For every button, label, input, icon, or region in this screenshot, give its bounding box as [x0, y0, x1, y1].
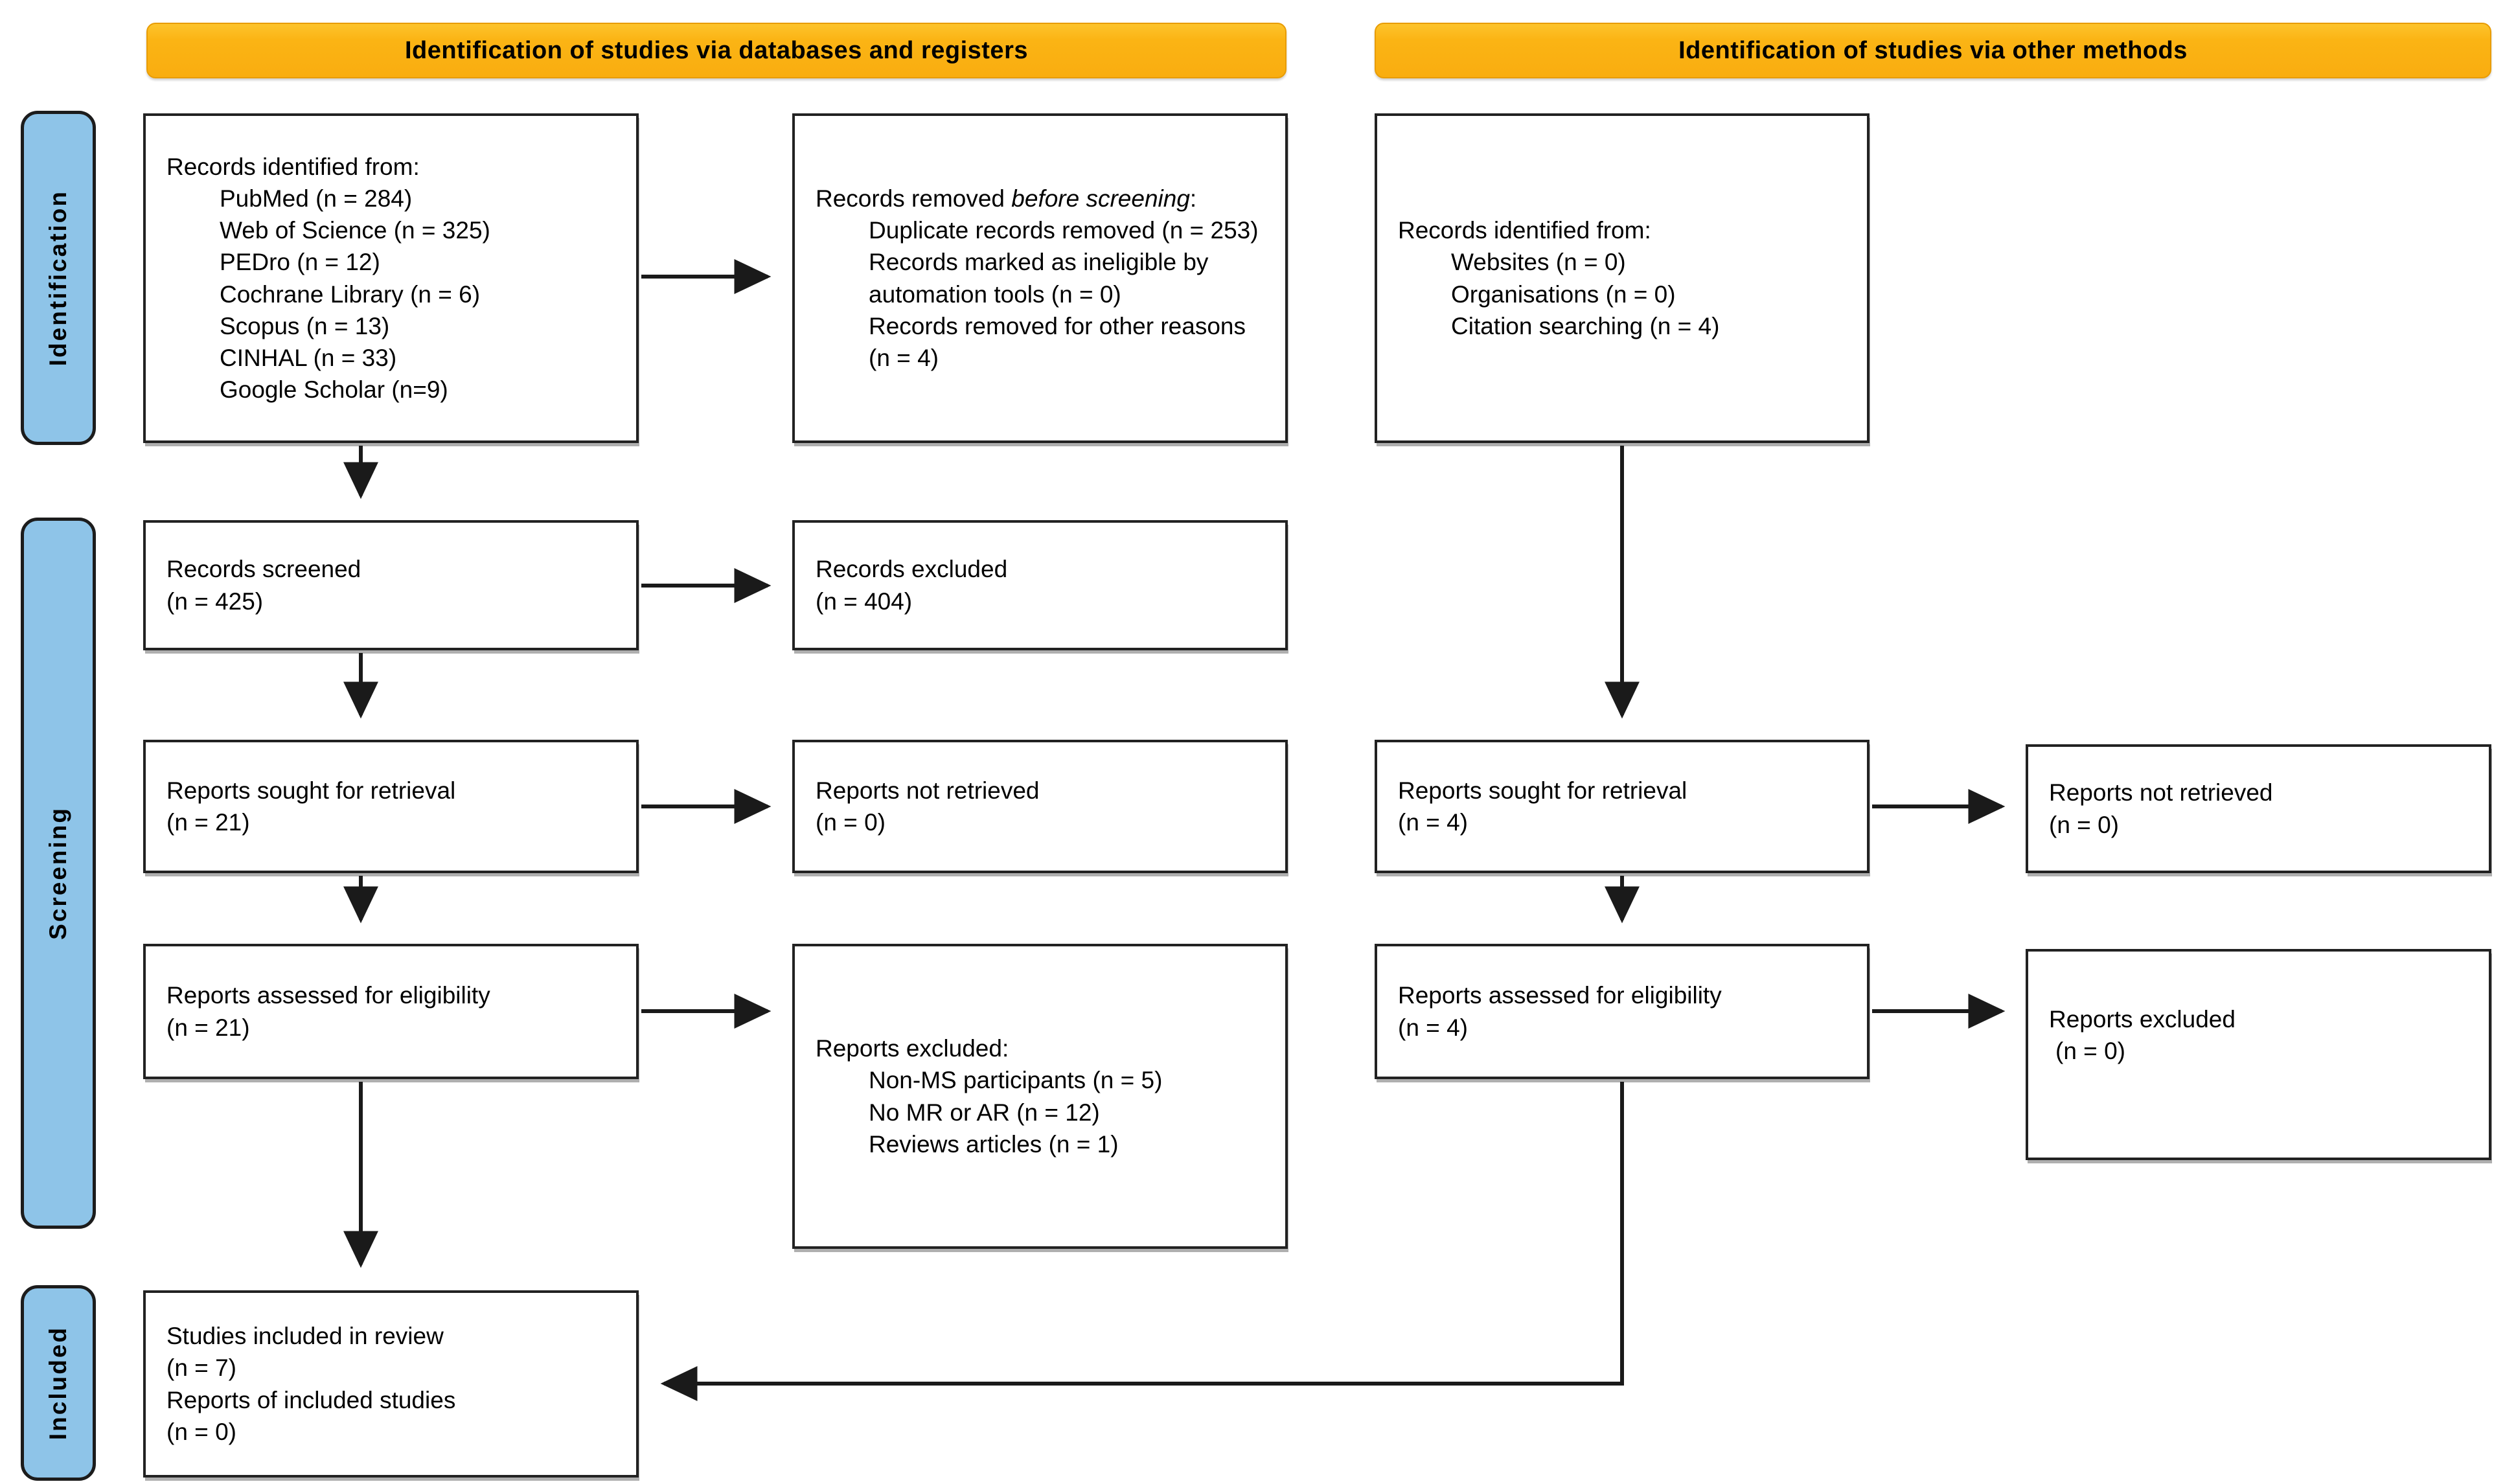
list-item: Duplicate records removed (n = 253) — [869, 217, 1259, 244]
box-line: Studies included in review — [166, 1323, 444, 1350]
list-item: Citation searching (n = 4) — [1451, 312, 1720, 339]
list-item: Organisations (n = 0) — [1451, 280, 1676, 308]
list-item: Scopus (n = 13) — [220, 312, 390, 339]
box-reports-not-retrieved-other: Reports not retrieved (n = 0) — [2026, 744, 2491, 873]
box-line: (n = 21) — [166, 809, 250, 836]
box-line: Reports assessed for eligibility — [166, 982, 490, 1009]
stage-rail-screening: Screening — [21, 518, 96, 1229]
box-reports-excluded-databases: Reports excluded: Non-MS participants (n… — [792, 944, 1288, 1249]
box-line: (n = 4) — [1398, 809, 1468, 836]
list-item: PEDro (n = 12) — [220, 249, 380, 276]
title-part: Records removed — [816, 185, 1012, 212]
box-line: (n = 0) — [166, 1418, 236, 1445]
banner-databases-label: Identification of studies via databases … — [405, 36, 1028, 64]
banner-other-methods: Identification of studies via other meth… — [1375, 23, 2491, 78]
box-line: Reports sought for retrieval — [1398, 777, 1687, 804]
list-item: Records marked as ineligible by automati… — [869, 249, 1209, 308]
box-line: Reports sought for retrieval — [166, 777, 456, 804]
list-item: Reviews articles (n = 1) — [869, 1130, 1119, 1158]
list-item: Cochrane Library (n = 6) — [220, 280, 481, 308]
box-line: Reports not retrieved — [2049, 779, 2273, 806]
stage-label-screening: Screening — [45, 806, 71, 940]
banner-databases-registers: Identification of studies via databases … — [146, 23, 1287, 78]
list-item: Web of Science (n = 325) — [220, 217, 490, 244]
box-line: Reports not retrieved — [816, 777, 1040, 804]
box-records-excluded: Records excluded (n = 404) — [792, 520, 1288, 650]
list-item: Websites (n = 0) — [1451, 249, 1626, 276]
box-line: Reports assessed for eligibility — [1398, 982, 1722, 1009]
list-item: No MR or AR (n = 12) — [869, 1099, 1100, 1126]
box-title: Records identified from: — [1398, 217, 1651, 244]
box-reports-assessed-databases: Reports assessed for eligibility (n = 21… — [143, 944, 639, 1079]
stage-label-included: Included — [45, 1325, 71, 1441]
box-studies-included: Studies included in review (n = 7) Repor… — [143, 1290, 639, 1478]
box-line: (n = 0) — [2049, 811, 2119, 838]
box-reports-sought-other: Reports sought for retrieval (n = 4) — [1375, 740, 1870, 873]
box-title: Records removed before screening: — [816, 183, 1270, 214]
list-item: Google Scholar (n=9) — [220, 376, 448, 404]
box-line: (n = 7) — [166, 1354, 236, 1382]
title-part: : — [1189, 185, 1197, 212]
box-line: (n = 0) — [816, 809, 886, 836]
title-part-italic: before screening — [1011, 185, 1190, 212]
box-records-removed: Records removed before screening: Duplic… — [792, 113, 1288, 443]
box-records-identified-databases: Records identified from: PubMed (n = 284… — [143, 113, 639, 443]
box-line: (n = 404) — [816, 588, 913, 615]
box-line: Records excluded — [816, 556, 1008, 583]
list-item: PubMed (n = 284) — [220, 185, 413, 212]
box-title: Reports excluded: — [816, 1035, 1009, 1062]
banner-other-methods-label: Identification of studies via other meth… — [1678, 36, 2188, 64]
stage-label-identification: Identification — [45, 189, 71, 367]
box-line: Reports excluded — [2049, 1006, 2236, 1033]
box-reports-not-retrieved-databases: Reports not retrieved (n = 0) — [792, 740, 1288, 873]
box-line: (n = 21) — [166, 1014, 250, 1041]
box-records-screened: Records screened (n = 425) — [143, 520, 639, 650]
box-line: (n = 4) — [1398, 1014, 1468, 1041]
stage-rail-identification: Identification — [21, 111, 96, 445]
box-line: Records screened — [166, 556, 361, 583]
box-line: (n = 0) — [2055, 1038, 2125, 1065]
list-item: CINHAL (n = 33) — [220, 344, 397, 371]
box-line: Reports of included studies — [166, 1386, 456, 1413]
box-reports-excluded-other: Reports excluded (n = 0) — [2026, 949, 2491, 1160]
stage-rail-included: Included — [21, 1285, 96, 1481]
box-reports-sought-databases: Reports sought for retrieval (n = 21) — [143, 740, 639, 873]
list-item: Non-MS participants (n = 5) — [869, 1067, 1163, 1094]
box-reports-assessed-other: Reports assessed for eligibility (n = 4) — [1375, 944, 1870, 1079]
box-title: Records identified from: — [166, 153, 420, 180]
list-item: Records removed for other reasons (n = 4… — [869, 312, 1246, 371]
box-line: (n = 425) — [166, 588, 264, 615]
box-records-identified-other: Records identified from: Websites (n = 0… — [1375, 113, 1870, 443]
